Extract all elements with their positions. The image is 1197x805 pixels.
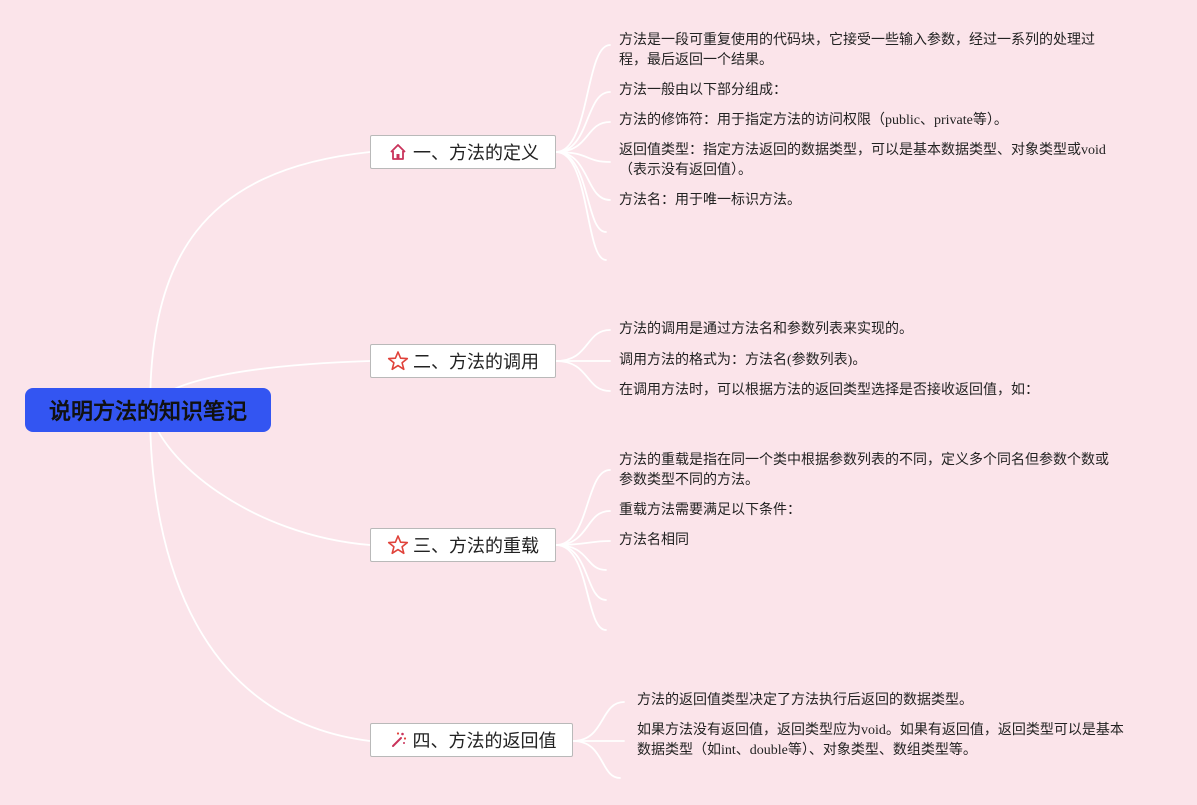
branch-3-leaf-line bbox=[555, 544, 607, 571]
branch-4-leaf-line bbox=[572, 701, 625, 742]
branch-2-leaf-line bbox=[555, 329, 611, 362]
root-topic[interactable]: 说明方法的知识笔记 bbox=[25, 388, 271, 432]
branch-2-leaf-line bbox=[555, 360, 611, 392]
leaf-note: 方法名：用于唯一标识方法。 bbox=[619, 193, 801, 208]
leaf-note: 方法的调用是通过方法名和参数列表来实现的。 bbox=[619, 322, 913, 337]
branch-1-leaf-line bbox=[555, 151, 607, 261]
branch-title: 一、方法的定义 bbox=[413, 143, 539, 164]
leaf-note: 方法的重载是指在同一个类中根据参数列表的不同，定义多个同名但参数个数或参数类型不… bbox=[619, 453, 1109, 488]
branch-topic-return-value[interactable]: 四、方法的返回值 bbox=[370, 723, 573, 757]
root-title: 说明方法的知识笔记 bbox=[48, 400, 247, 425]
leaf-note: 方法名相同 bbox=[619, 533, 689, 548]
branch-3-leaf-line bbox=[555, 469, 611, 546]
branch-3-leaf-line bbox=[555, 544, 607, 631]
leaf-note: 方法的返回值类型决定了方法执行后返回的数据类型。 bbox=[637, 693, 973, 708]
branch-topic-definition[interactable]: 一、方法的定义 bbox=[370, 135, 556, 169]
branch-1-leaf-line bbox=[555, 151, 607, 233]
star-icon bbox=[387, 350, 409, 372]
leaf-note: 方法的修饰符：用于指定方法的访问权限（public、private等）。 bbox=[619, 113, 1008, 128]
branch-title: 三、方法的重载 bbox=[413, 536, 539, 557]
branch-topic-invocation[interactable]: 二、方法的调用 bbox=[370, 344, 556, 378]
branch-1-leaf-line bbox=[555, 121, 611, 153]
leaf-note: 重载方法需要满足以下条件： bbox=[619, 503, 801, 518]
leaf-note: 返回值类型：指定方法返回的数据类型，可以是基本数据类型、对象类型或void（表示… bbox=[619, 143, 1106, 178]
leaf-note: 在调用方法时，可以根据方法的返回类型选择是否接收返回值，如： bbox=[619, 383, 1039, 398]
leaf-note: 调用方法的格式为：方法名(参数列表)。 bbox=[619, 353, 867, 368]
branch-title: 四、方法的返回值 bbox=[412, 731, 557, 752]
root-to-branch-1-line bbox=[149, 151, 371, 411]
root-to-branch-4-line bbox=[149, 409, 371, 742]
branch-topic-overloading[interactable]: 三、方法的重载 bbox=[370, 528, 556, 562]
leaf-note: 方法是一段可重复使用的代码块，它接受一些输入参数，经过一系列的处理过程，最后返回… bbox=[619, 33, 1095, 68]
branch-1-leaf-line bbox=[555, 44, 611, 153]
branch-1-leaf-line bbox=[555, 91, 611, 153]
branch-title: 二、方法的调用 bbox=[413, 352, 539, 373]
leaf-note: 如果方法没有返回值，返回类型应为void。如果有返回值，返回类型可以是基本数据类… bbox=[637, 723, 1124, 758]
branch-4-leaf-line bbox=[572, 740, 621, 779]
magic-wand-icon bbox=[387, 729, 409, 751]
star-icon bbox=[387, 534, 409, 556]
leaf-note: 方法一般由以下部分组成： bbox=[619, 83, 787, 98]
house-icon bbox=[387, 141, 409, 163]
